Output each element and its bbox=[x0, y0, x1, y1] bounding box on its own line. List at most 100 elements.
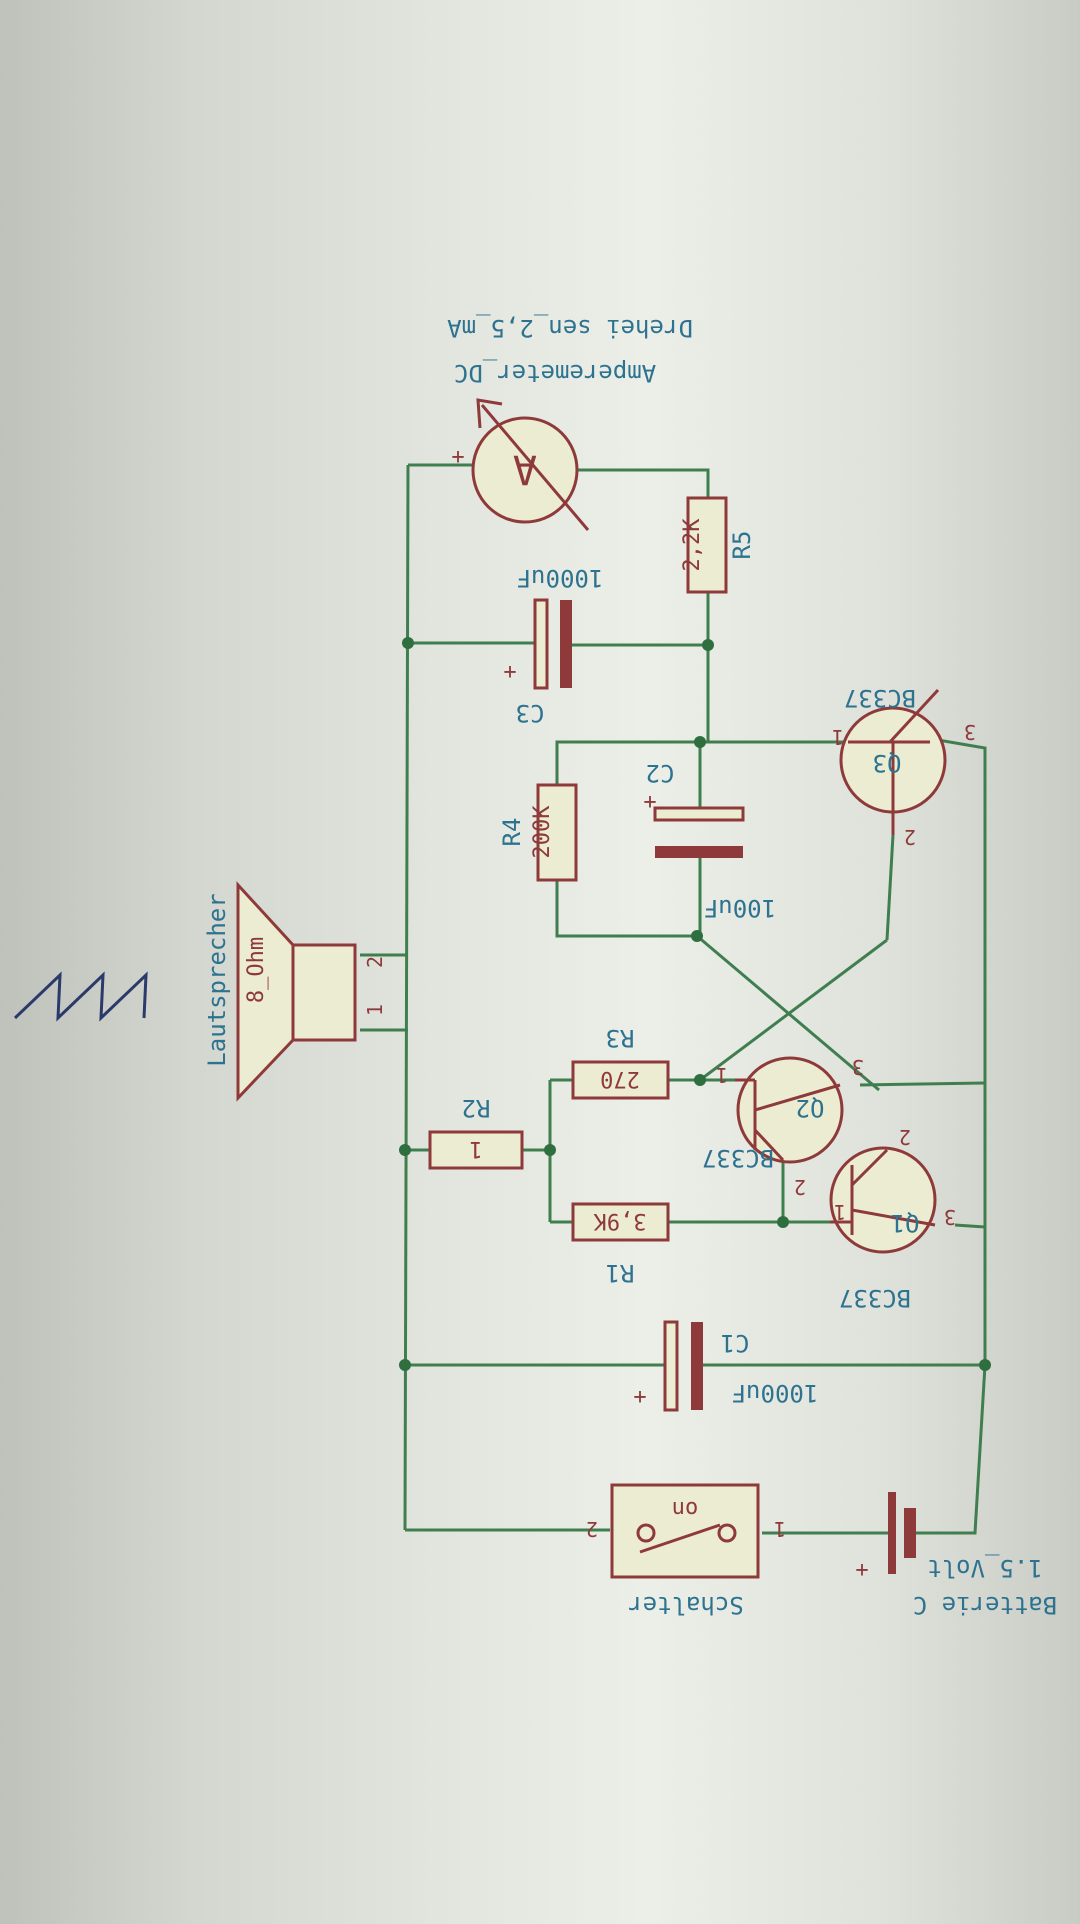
resistor-r3: 270 R3 bbox=[571, 1024, 670, 1100]
q1-pin3: 3 bbox=[944, 1205, 956, 1229]
transistor-q3: 1 2 3 Q3 BC337 bbox=[832, 684, 976, 849]
speaker-value: 8_Ohm bbox=[244, 937, 269, 1003]
c1-plus: + bbox=[633, 1384, 646, 1409]
q3-pin1: 1 bbox=[832, 725, 844, 749]
r3-value: 270 bbox=[600, 1066, 640, 1091]
r2-ref: R2 bbox=[462, 1094, 491, 1122]
ammeter-value: Drehei sen_2,5_mA bbox=[447, 314, 693, 342]
junction-dot bbox=[399, 1359, 411, 1371]
q1-emitter-lead bbox=[851, 1208, 936, 1227]
resistor-r4: 200K R4 bbox=[498, 783, 578, 882]
ammeter-arrow bbox=[480, 404, 590, 531]
q3-ref: Q3 bbox=[873, 749, 902, 777]
q2-pin1: 1 bbox=[716, 1063, 728, 1087]
q2-pin3: 3 bbox=[852, 1055, 864, 1079]
q2-ref: Q2 bbox=[796, 1094, 825, 1122]
q2-body bbox=[736, 1056, 844, 1164]
junction-dot bbox=[694, 736, 706, 748]
ammeter: A + Amperemeter_DC Drehei sen_2,5_mA bbox=[447, 314, 693, 531]
c2-ref: C2 bbox=[646, 759, 675, 787]
wire-q3-collector bbox=[885, 834, 895, 941]
q1-ref: Q1 bbox=[891, 1209, 920, 1237]
transistor-q2: 1 2 3 Q2 BC337 bbox=[702, 1055, 864, 1199]
c3-plate-minus bbox=[560, 600, 572, 688]
ammeter-symbol: A bbox=[513, 446, 537, 492]
r1-ref: R1 bbox=[606, 1259, 635, 1287]
speaker-pin1: 1 bbox=[363, 1004, 387, 1016]
q2-pin2: 2 bbox=[794, 1175, 806, 1199]
switch-contact-2 bbox=[636, 1523, 656, 1543]
q1-value: BC337 bbox=[839, 1284, 911, 1312]
speaker-pin2: 2 bbox=[363, 956, 387, 968]
c1-plate-minus bbox=[691, 1322, 703, 1410]
resistor-r1: 3,9K R1 bbox=[571, 1202, 670, 1287]
wire-r4-bottom bbox=[555, 880, 697, 938]
wire-ammeter-to-r5 bbox=[578, 468, 710, 498]
q1-pin2: 2 bbox=[899, 1125, 911, 1149]
c1-ref: C1 bbox=[721, 1329, 750, 1357]
transistor-q1: 1 2 3 Q1 BC337 bbox=[829, 1125, 956, 1312]
switch: on Schalter 1 2 bbox=[586, 1483, 786, 1619]
wire-right-rail-bottom bbox=[913, 1364, 987, 1535]
battery-plus: + bbox=[855, 1557, 868, 1582]
c1-plate-plus bbox=[663, 1320, 679, 1412]
r4-body bbox=[536, 783, 578, 882]
c2-plate-plus bbox=[653, 806, 745, 822]
capacitor-c2: + C2 100uF bbox=[643, 759, 776, 922]
c3-plate-plus bbox=[533, 598, 549, 690]
speaker: 8_Ohm Lautsprecher 2 1 bbox=[203, 881, 387, 1102]
battery-value: 1.5_Volt bbox=[927, 1554, 1043, 1582]
q3-pin2: 2 bbox=[904, 825, 916, 849]
junction-dot bbox=[691, 930, 703, 942]
junction-dot bbox=[979, 1359, 991, 1371]
r3-body bbox=[571, 1060, 670, 1100]
q1-pin1: 1 bbox=[834, 1200, 846, 1224]
r5-body bbox=[686, 496, 728, 594]
battery-plate-short bbox=[904, 1508, 916, 1558]
r5-ref: R5 bbox=[728, 531, 756, 560]
speaker-cone bbox=[236, 881, 295, 1102]
switch-pin1: 1 bbox=[774, 1517, 786, 1541]
ammeter-body bbox=[471, 416, 579, 524]
r4-ref: R4 bbox=[498, 818, 526, 847]
junction-dot bbox=[702, 639, 714, 651]
q3-value: BC337 bbox=[844, 684, 916, 712]
switch-state: on bbox=[672, 1496, 699, 1521]
wire-q1-emitter bbox=[954, 1223, 986, 1229]
c3-value: 1000uF bbox=[517, 564, 604, 592]
wire-r4-top bbox=[555, 740, 708, 785]
ammeter-plus: + bbox=[451, 444, 464, 469]
battery-ref: Batterie C bbox=[913, 1591, 1058, 1619]
q2-emitter-lead bbox=[754, 1083, 841, 1112]
c1-value: 1000uF bbox=[732, 1379, 819, 1407]
switch-pin2: 2 bbox=[586, 1517, 598, 1541]
r4-value: 200K bbox=[530, 805, 555, 859]
q3-emitter-lead bbox=[888, 688, 940, 744]
battery: + Batterie C 1.5_Volt bbox=[855, 1492, 1057, 1619]
switch-ref: Schalter bbox=[628, 1591, 744, 1619]
junctions bbox=[399, 637, 991, 1371]
c3-plus: + bbox=[503, 659, 516, 684]
r5-value: 2,2K bbox=[680, 518, 705, 572]
c2-plus: + bbox=[643, 789, 656, 814]
c3-ref: C3 bbox=[516, 699, 545, 727]
wire-q3-emitter bbox=[937, 738, 987, 1365]
c2-value: 100uF bbox=[704, 894, 776, 922]
wire-q2-emitter bbox=[859, 1081, 986, 1087]
q1-body bbox=[829, 1146, 937, 1254]
r2-value: 1 bbox=[469, 1136, 482, 1161]
junction-dot bbox=[544, 1144, 556, 1156]
ammeter-arrow-head bbox=[476, 398, 503, 429]
speaker-magnet bbox=[291, 943, 357, 1042]
resistor-r2: 1 R2 bbox=[428, 1094, 524, 1170]
switch-lever bbox=[639, 1523, 721, 1554]
junction-dot bbox=[402, 637, 414, 649]
r1-body bbox=[571, 1202, 670, 1242]
sawtooth-icon bbox=[13, 971, 148, 1022]
wires bbox=[360, 463, 987, 1535]
q2-collector-lead bbox=[753, 1128, 785, 1162]
junction-dot bbox=[399, 1144, 411, 1156]
speaker-ref: Lautsprecher bbox=[203, 893, 231, 1066]
